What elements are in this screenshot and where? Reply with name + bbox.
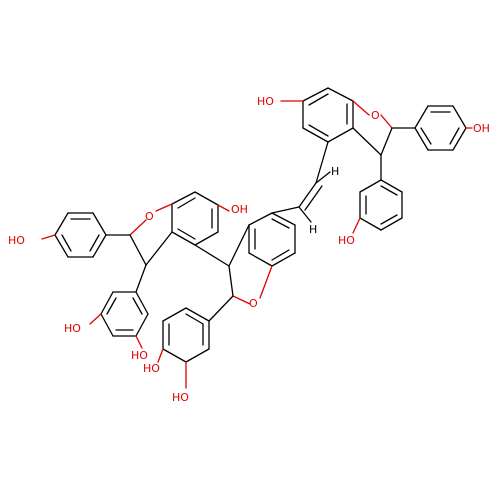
central-benzofuran xyxy=(157,206,300,389)
hydroxyl-label-left: HO xyxy=(8,234,25,247)
hydroxyl-label-top: HO xyxy=(257,95,274,108)
hydroxyl-label-mid-right: HO xyxy=(338,234,355,247)
hydroxyl-label-mid: OH xyxy=(231,203,248,216)
atom-labels: HO O OH H H HO OH HO O HO O HO HO HO xyxy=(8,95,490,404)
hydroxyl-label-bottom: HO xyxy=(172,391,189,404)
ring-oxygen-label-left: O xyxy=(145,210,154,223)
hydroxyl-label-stack-1: HO xyxy=(131,349,148,362)
hydroxyl-label-stack-2: HO xyxy=(143,362,160,375)
ring-oxygen-label-center: O xyxy=(249,297,258,310)
ring-oxygen-label-top: O xyxy=(371,109,380,122)
hydroxyl-label-right-top: OH xyxy=(473,122,490,135)
upper-right-benzofuran xyxy=(280,87,473,234)
vinyl-hydrogen-label-2: H xyxy=(309,223,317,236)
left-benzofuran xyxy=(41,191,230,349)
vinyl-hydrogen-label-1: H xyxy=(331,165,339,178)
hydroxyl-label-left-low: HO xyxy=(64,322,81,335)
